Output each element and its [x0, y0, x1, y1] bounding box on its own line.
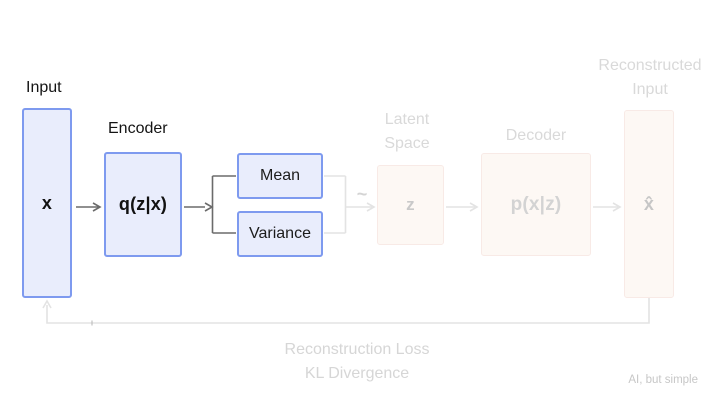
reconstructed-input-label-line1: Reconstructed: [598, 57, 702, 74]
input-node: x: [22, 108, 72, 298]
arrow-input-to-encoder: [76, 202, 102, 212]
watermark-text: AI, but simple: [628, 374, 698, 386]
latent-symbol: z: [406, 195, 415, 214]
reconstructed-node: x̂: [624, 110, 674, 298]
sampling-tilde-icon: ~: [356, 184, 368, 204]
encoder-symbol: q(z|x): [118, 194, 168, 214]
input-label: Input: [26, 79, 62, 96]
reconstruction-loss-text: Reconstruction Loss: [284, 341, 430, 358]
latent-node: z: [377, 165, 444, 245]
variance-label: Variance: [249, 225, 311, 242]
latent-space-label: Latent Space: [357, 108, 457, 156]
input-symbol: x: [41, 192, 53, 213]
variance-node: Variance: [237, 211, 323, 257]
reconstructed-symbol: x̂: [643, 193, 655, 214]
loss-annotation: Reconstruction Loss KL Divergence: [237, 338, 477, 386]
encoder-label: Encoder: [108, 120, 168, 137]
arrow-encoder-to-split: [184, 175, 236, 234]
kl-divergence-text: KL Divergence: [304, 365, 410, 382]
decoder-label: Decoder: [505, 127, 567, 144]
latent-space-label-line1: Latent: [384, 111, 430, 128]
reconstructed-input-label: Reconstructed Input: [589, 54, 711, 102]
reconstructed-input-label-line2: Input: [632, 81, 668, 98]
arrow-latent-to-decoder: [446, 202, 479, 212]
latent-space-label-line2: Space: [384, 135, 430, 152]
decoder-node: p(x|z): [481, 153, 591, 256]
decoder-symbol: p(x|z): [510, 193, 562, 215]
encoder-node: q(z|x): [104, 152, 182, 257]
feedback-loop-line: [42, 298, 650, 324]
arrow-decoder-to-reconstructed: [593, 202, 622, 212]
mean-label: Mean: [259, 167, 301, 184]
mean-node: Mean: [237, 153, 323, 199]
